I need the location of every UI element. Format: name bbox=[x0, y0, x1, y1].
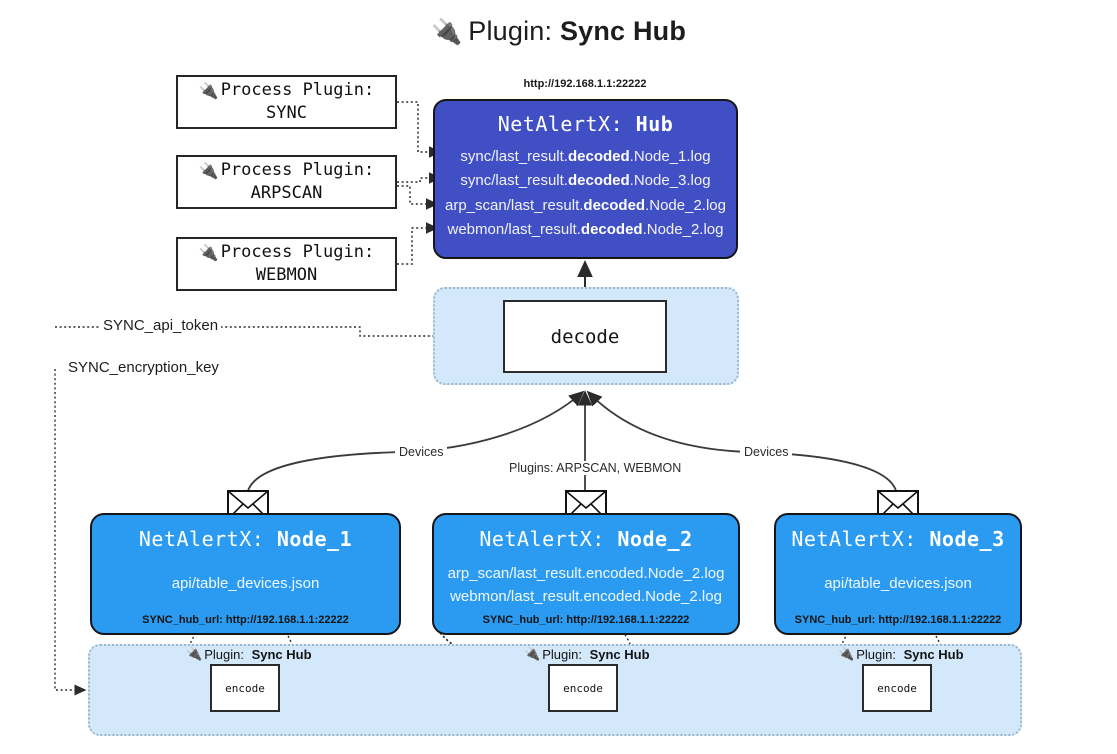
title-name: Sync Hub bbox=[559, 16, 687, 46]
edge-label-devices-right: Devices bbox=[740, 445, 793, 459]
encode-label: encode bbox=[563, 681, 603, 695]
node-footer: SYNC_hub_url: http://192.168.1.1:22222 bbox=[482, 614, 690, 626]
process-plugin-arpscan[interactable]: 🔌Process Plugin: ARPSCAN bbox=[176, 155, 397, 209]
plug-icon: 🔌 bbox=[430, 18, 463, 46]
hub-card[interactable]: NetAlertX: Hub sync/last_result.decoded.… bbox=[433, 99, 738, 259]
hub-log-line: arp_scan/last_result.decoded.Node_2.log bbox=[445, 196, 726, 214]
hub-log-line: webmon/last_result.decoded.Node_2.log bbox=[447, 220, 724, 238]
plug-icon: 🔌 bbox=[838, 646, 855, 661]
plug-icon: 🔌 bbox=[186, 646, 203, 661]
process-plugin-webmon[interactable]: 🔌Process Plugin: WEBMON bbox=[176, 237, 397, 291]
sync-api-token-label: SYNC_api_token bbox=[100, 317, 222, 334]
encoder-plugin-label-1: 🔌Plugin: Sync Hub bbox=[186, 646, 312, 662]
node-line: api/table_devices.json bbox=[824, 575, 972, 592]
edge-label-devices-left: Devices bbox=[395, 445, 448, 459]
node-card-node-2[interactable]: NetAlertX: Node_2 arp_scan/last_result.e… bbox=[432, 513, 740, 635]
node-title: NetAlertX: Node_2 bbox=[479, 527, 693, 551]
hub-log-line: sync/last_result.decoded.Node_3.log bbox=[460, 172, 711, 190]
node-title: NetAlertX: Node_3 bbox=[791, 527, 1005, 551]
hub-title-name: Hub bbox=[635, 112, 674, 136]
node-card-node-3[interactable]: NetAlertX: Node_3 api/table_devices.json… bbox=[774, 513, 1022, 635]
process-plugin-label: Process Plugin: bbox=[220, 242, 375, 263]
encode-label: encode bbox=[225, 681, 265, 695]
hub-log-line: sync/last_result.decoded.Node_1.log bbox=[460, 148, 711, 165]
hub-title-prefix: NetAlertX: bbox=[497, 112, 624, 136]
encoder-plugin-label-3: 🔌Plugin: Sync Hub bbox=[838, 646, 964, 662]
title-prefix: Plugin: bbox=[468, 16, 553, 46]
plug-icon: 🔌 bbox=[198, 242, 219, 262]
decode-label: decode bbox=[550, 325, 620, 348]
encoder-plugin-label-2: 🔌Plugin: Sync Hub bbox=[524, 646, 650, 662]
hub-title: NetAlertX: Hub bbox=[498, 112, 674, 136]
plug-icon: 🔌 bbox=[524, 646, 541, 661]
encode-box-node-2[interactable]: encode bbox=[548, 664, 618, 712]
decode-box[interactable]: decode bbox=[503, 300, 667, 373]
plug-icon: 🔌 bbox=[198, 160, 219, 180]
edge-label-plugins-center: Plugins: ARPSCAN, WEBMON bbox=[505, 461, 686, 475]
process-plugin-sync[interactable]: 🔌Process Plugin: SYNC bbox=[176, 75, 397, 129]
plug-icon: 🔌 bbox=[198, 80, 219, 100]
node-card-node-1[interactable]: NetAlertX: Node_1 api/table_devices.json… bbox=[90, 513, 401, 635]
node-footer: SYNC_hub_url: http://192.168.1.1:22222 bbox=[794, 614, 1002, 626]
node-footer: SYNC_hub_url: http://192.168.1.1:22222 bbox=[142, 614, 349, 626]
node-line: arp_scan/last_result.encoded.Node_2.log bbox=[447, 565, 725, 582]
encode-label: encode bbox=[877, 681, 917, 695]
node-line: webmon/last_result.encoded.Node_2.log bbox=[450, 588, 722, 606]
node-line: api/table_devices.json bbox=[171, 575, 320, 592]
node-title: NetAlertX: Node_1 bbox=[138, 527, 353, 551]
encode-box-node-3[interactable]: encode bbox=[862, 664, 932, 712]
process-plugin-label: Process Plugin: bbox=[220, 160, 375, 181]
encode-box-node-1[interactable]: encode bbox=[210, 664, 280, 712]
process-plugin-name: WEBMON bbox=[255, 265, 318, 285]
process-plugin-name: ARPSCAN bbox=[250, 183, 323, 203]
process-plugin-label: Process Plugin: bbox=[220, 80, 375, 101]
hub-url: http://192.168.1.1:22222 bbox=[523, 78, 647, 90]
process-plugin-name: SYNC bbox=[266, 103, 307, 123]
sync-encryption-key-label: SYNC_encryption_key bbox=[65, 359, 222, 376]
page-title: 🔌Plugin: Sync Hub bbox=[0, 16, 1117, 47]
